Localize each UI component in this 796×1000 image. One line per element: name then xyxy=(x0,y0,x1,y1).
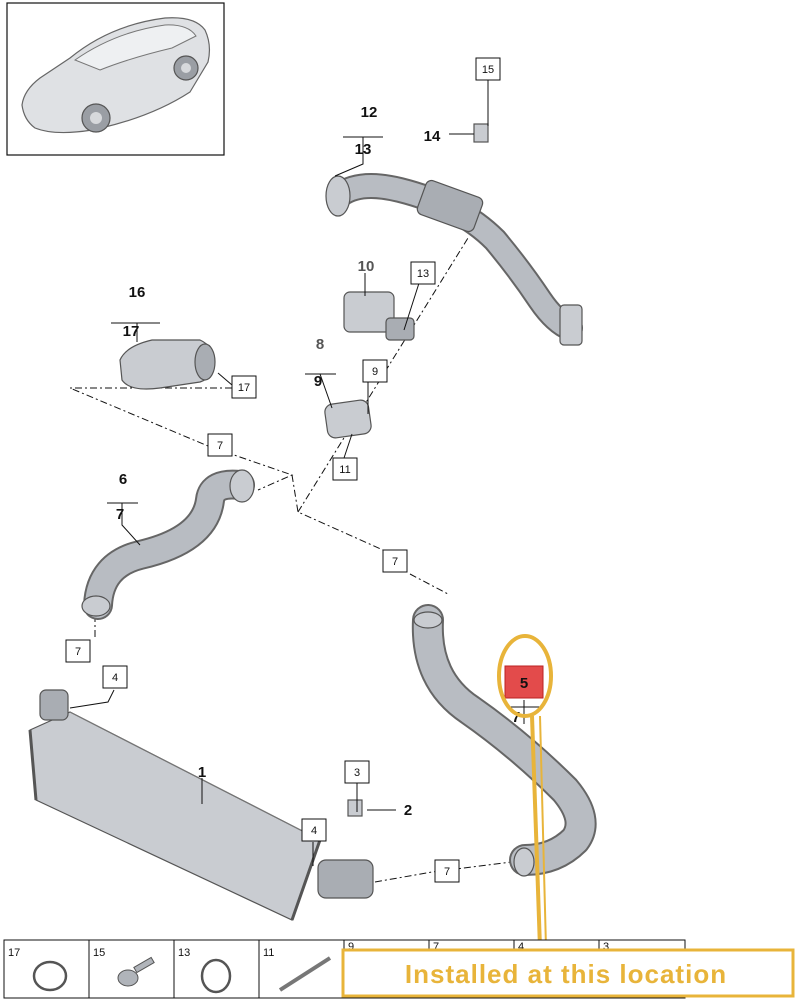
box-callout-7c: 7 xyxy=(65,639,91,663)
seal-ring-icon xyxy=(200,958,232,994)
intake-elbow xyxy=(119,339,216,390)
box-callout-15: 15 xyxy=(475,57,501,81)
svg-text:3: 3 xyxy=(354,767,360,779)
svg-text:7: 7 xyxy=(444,866,450,878)
intercooler xyxy=(28,689,374,921)
long-bolt-icon xyxy=(278,956,332,992)
box-callout-13: 13 xyxy=(410,261,436,285)
lead-lines xyxy=(69,80,540,866)
box-callout-17: 17 xyxy=(231,375,257,399)
svg-text:17: 17 xyxy=(238,382,250,394)
box-callout-11: 11 xyxy=(332,457,358,481)
strip-num-7: 7 xyxy=(433,941,439,953)
car-thumbnail xyxy=(6,2,225,156)
highlight-5-label: 5 xyxy=(520,675,528,692)
svg-text:13: 13 xyxy=(417,268,429,280)
callout-16: 16 xyxy=(129,284,146,301)
box-callout-7a: 7 xyxy=(207,433,233,457)
callout-numbers: 12 13 14 16 17 10 8 9 6 7 1 2 xyxy=(116,104,441,819)
box-callout-3: 3 xyxy=(344,760,370,784)
highlighted-part-5: 5 7 xyxy=(497,634,553,949)
svg-text:7: 7 xyxy=(217,440,223,452)
box-callout-4b: 4 xyxy=(301,818,327,842)
callout-6: 6 xyxy=(119,471,127,488)
strip-num-15: 15 xyxy=(93,947,105,959)
svg-text:7: 7 xyxy=(392,556,398,568)
svg-text:15: 15 xyxy=(482,64,494,76)
callout-10: 10 xyxy=(358,258,375,275)
highlight-pointer-right xyxy=(539,715,547,949)
svg-text:7: 7 xyxy=(75,646,81,658)
svg-text:9: 9 xyxy=(372,366,378,378)
callout-13: 13 xyxy=(355,141,372,158)
strip-num-17: 17 xyxy=(8,947,20,959)
callout-9: 9 xyxy=(314,373,322,390)
callout-7: 7 xyxy=(116,506,124,523)
strip-num-11: 11 xyxy=(263,947,274,959)
callout-14: 14 xyxy=(424,128,441,145)
o-ring-icon xyxy=(32,960,68,992)
box-callout-7d: 7 xyxy=(434,859,460,883)
svg-text:4: 4 xyxy=(311,825,317,837)
banner-text: Installed at this location xyxy=(405,959,727,989)
highlight-ring xyxy=(497,634,553,718)
callout-8: 8 xyxy=(316,336,324,353)
svg-text:11: 11 xyxy=(339,464,350,476)
installed-banner: Installed at this location xyxy=(341,948,795,998)
callout-1: 1 xyxy=(198,764,206,781)
lower-hose xyxy=(411,604,597,877)
boxed-callouts: 15 13 17 9 11 7 7 7 7 4 3 4 xyxy=(65,57,501,883)
box-callout-7b: 7 xyxy=(382,549,408,573)
strip-num-13: 13 xyxy=(178,947,190,959)
strip-num-3: 3 xyxy=(603,941,609,953)
throttle-body xyxy=(343,291,415,341)
callout-17: 17 xyxy=(123,323,140,340)
callout-2: 2 xyxy=(404,802,412,819)
upper-charge-pipe xyxy=(325,123,583,346)
flange-gasket xyxy=(324,399,372,439)
svg-text:4: 4 xyxy=(112,672,118,684)
bolt-icon xyxy=(117,956,155,987)
strip-num-4: 4 xyxy=(518,941,524,953)
middle-hose xyxy=(81,469,255,620)
box-callout-9: 9 xyxy=(362,359,388,383)
strip-num-9: 9 xyxy=(348,941,354,953)
highlight-pointer-left xyxy=(530,715,542,949)
box-callout-4a: 4 xyxy=(102,665,128,689)
highlight-7-label: 7 xyxy=(512,709,520,726)
callout-12: 12 xyxy=(361,104,378,121)
